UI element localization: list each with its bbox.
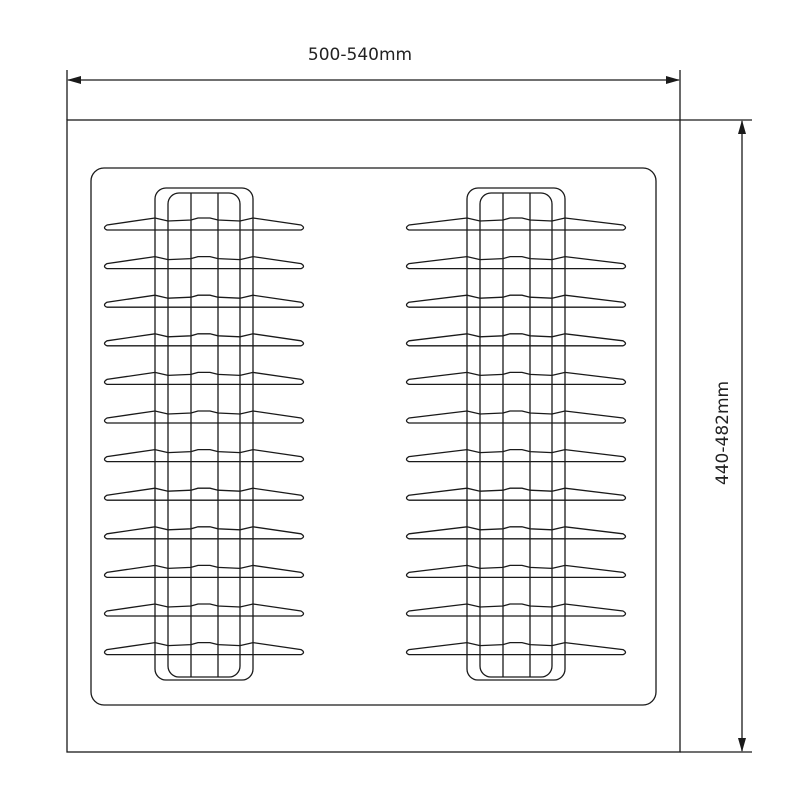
- rack-outer-frame: [154, 187, 254, 681]
- outer-frame: [66, 119, 681, 753]
- plate-divider-tooth: [405, 294, 627, 308]
- plate-divider-tooth: [405, 526, 627, 540]
- plate-divider-tooth: [405, 410, 627, 424]
- plate-divider-tooth: [103, 564, 305, 579]
- plate-divider-tooth: [103, 448, 305, 463]
- plate-divider-tooth: [103, 526, 305, 540]
- tray-insert: [90, 167, 657, 706]
- plate-divider-tooth: [103, 410, 305, 424]
- plate-divider-tooth: [405, 448, 627, 463]
- plate-divider-tooth: [103, 487, 305, 501]
- plate-divider-tooth: [405, 603, 627, 617]
- plate-divider-tooth: [405, 564, 627, 579]
- plate-divider-tooth: [405, 255, 627, 270]
- plate-divider-tooth: [103, 217, 305, 231]
- plate-divider-tooth: [103, 371, 305, 386]
- rack-inner-frame: [167, 192, 241, 678]
- plate-divider-tooth: [405, 371, 627, 386]
- width-dimension: 500-540mm: [66, 45, 681, 120]
- plate-divider-tooth: [103, 294, 305, 308]
- depth-dimension: 440-482mm: [680, 119, 752, 753]
- plate-divider-tooth: [103, 333, 305, 347]
- depth-label: 440-482mm: [713, 381, 733, 485]
- plate-divider-tooth: [103, 603, 305, 617]
- width-label: 500-540mm: [308, 45, 412, 65]
- plate-divider-tooth: [103, 641, 305, 656]
- rack-inner-frame: [479, 192, 553, 678]
- plate-divider-tooth: [405, 487, 627, 501]
- plate-divider-tooth: [103, 255, 305, 270]
- plate-divider-tooth: [405, 217, 627, 231]
- plate-divider-tooth: [405, 641, 627, 656]
- left-rack: [103, 187, 305, 681]
- right-rack: [405, 187, 627, 681]
- plate-divider-tooth: [405, 333, 627, 347]
- rack-outer-frame: [466, 187, 566, 681]
